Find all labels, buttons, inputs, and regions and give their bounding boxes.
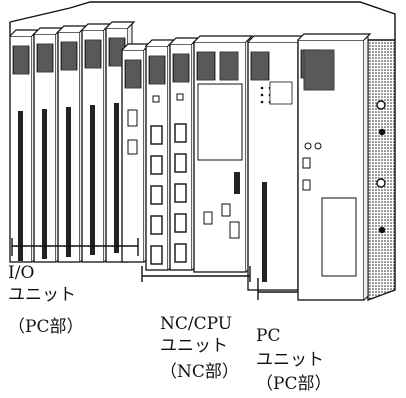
label-pc-line1: PC <box>256 326 281 346</box>
label-nccpu-line1: NC/CPU <box>160 314 233 334</box>
unit-module-11 <box>297 33 372 301</box>
label-nccpu-line2: ユニット <box>160 336 228 356</box>
bracket-nccpu <box>141 266 251 282</box>
label-io-line3: （PC部） <box>8 317 84 337</box>
screw-top-right <box>376 100 386 110</box>
label-io-line1: I/O <box>8 263 35 283</box>
group-brackets <box>11 238 298 300</box>
label-io-line2: ユニット <box>8 285 76 305</box>
unit-module-9 <box>193 35 254 273</box>
screw-bottom-right <box>376 178 386 188</box>
bracket-pc <box>257 278 298 300</box>
label-pc-line3: （PC部） <box>256 374 332 394</box>
label-nccpu-line3: （NC部） <box>160 362 239 382</box>
unit-module-10 <box>247 35 306 291</box>
unit-modules <box>9 21 372 301</box>
label-pc-line2: ユニット <box>256 350 324 370</box>
mounting-bracket <box>367 39 396 302</box>
bracket-io <box>11 238 139 256</box>
rack-back-panel <box>9 1 396 40</box>
